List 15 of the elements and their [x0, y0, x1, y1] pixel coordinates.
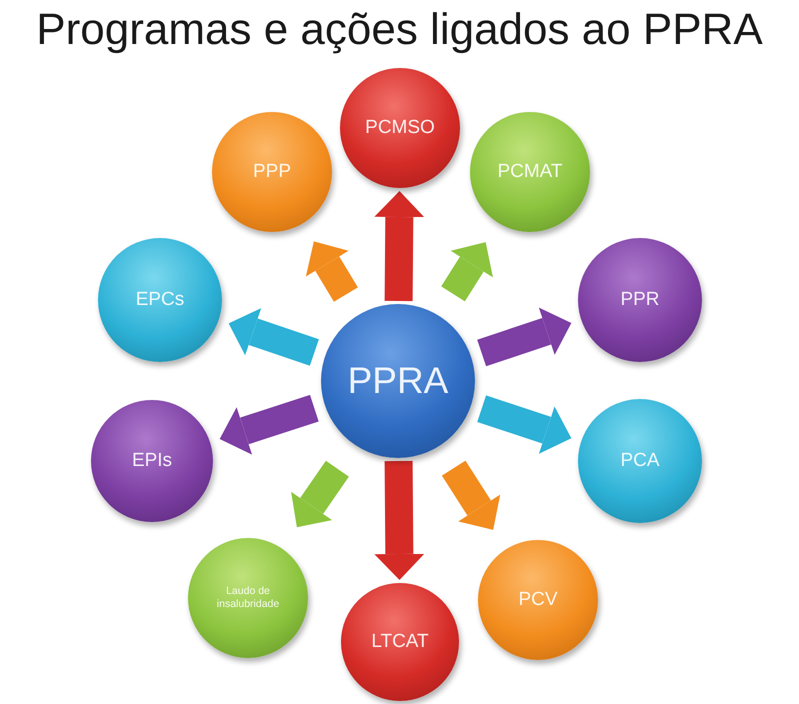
- node-label: PCMAT: [497, 160, 563, 184]
- node-label: EPIs: [132, 450, 172, 472]
- block-arrow: [374, 460, 424, 580]
- node-label: PCMSO: [365, 116, 435, 140]
- diagram-title: Programas e ações ligados ao PPRA: [36, 4, 763, 56]
- node-label: PCA: [620, 450, 660, 472]
- block-arrow: [374, 190, 424, 302]
- node-label: Laudo de insalubridade: [216, 585, 280, 611]
- program-circle: [340, 68, 460, 188]
- node-label: LTCAT: [371, 630, 429, 654]
- node-label: PCV: [518, 588, 558, 612]
- node-label: EPCs: [136, 288, 184, 312]
- node-label: PPRA: [348, 358, 448, 403]
- node-label: PPR: [620, 288, 660, 312]
- node-label: PPP: [252, 160, 292, 184]
